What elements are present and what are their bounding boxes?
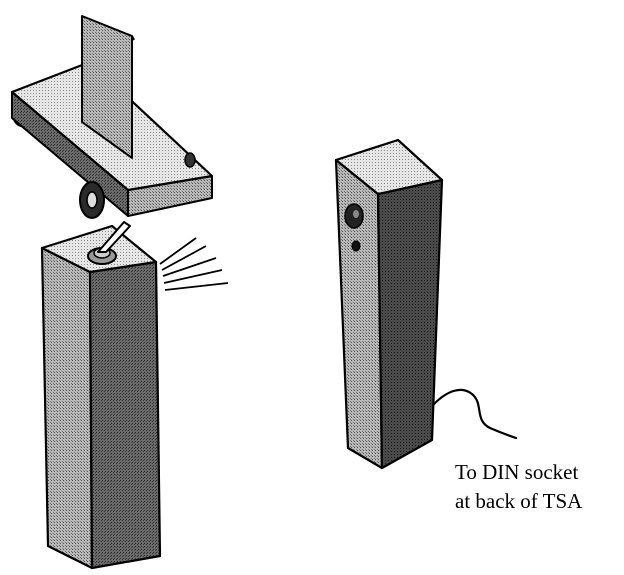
sensor-lens-icon xyxy=(345,204,363,228)
trolley xyxy=(12,16,212,218)
trolley-wheel-front xyxy=(80,182,104,218)
cable-label-line-1: To DIN socket xyxy=(455,462,578,483)
cable-label-line-2: at back of TSA xyxy=(455,491,582,512)
receiver-column xyxy=(336,140,516,468)
switch-action-lines xyxy=(160,238,228,290)
din-cable xyxy=(434,390,516,438)
indicator-hole xyxy=(352,241,360,251)
switch-column xyxy=(42,222,228,568)
